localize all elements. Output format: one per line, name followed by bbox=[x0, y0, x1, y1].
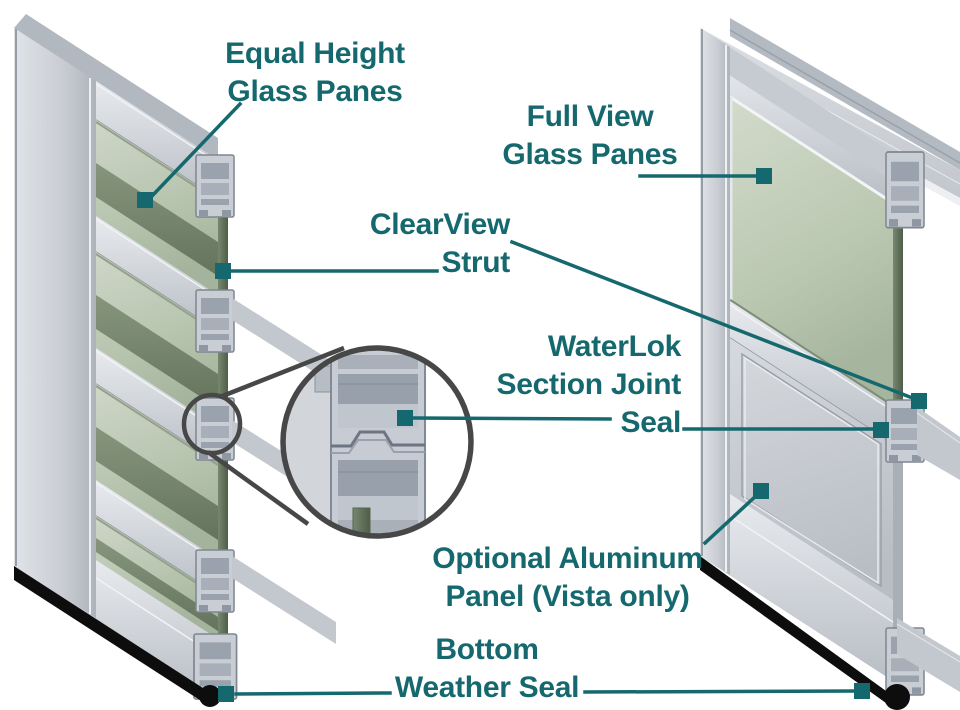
magnifier-connector-bottom bbox=[206, 450, 310, 526]
label-bottom-weather-seal: Bottom Weather Seal bbox=[394, 633, 580, 704]
left-door-top-track bbox=[14, 14, 218, 162]
label-full-view-glass-panes: Full View Glass Panes bbox=[502, 100, 678, 171]
left-door-stile bbox=[14, 28, 96, 618]
right-door-rail-ends bbox=[885, 151, 960, 696]
joint-cross-section bbox=[283, 348, 426, 536]
marker-joint-seal-right bbox=[873, 422, 889, 438]
right-door-section bbox=[699, 18, 960, 710]
magnifier-ring bbox=[280, 345, 474, 539]
magnifier-detail bbox=[181, 345, 474, 539]
right-door-glass-edge bbox=[893, 190, 903, 410]
leader-equal-height bbox=[149, 101, 243, 199]
left-door-section bbox=[14, 14, 352, 707]
left-door-bottom-seal bbox=[14, 566, 221, 707]
right-door-bottom-rail bbox=[729, 494, 894, 681]
marker-bottom-seal-left bbox=[218, 686, 234, 702]
leader-seal-left bbox=[411, 416, 612, 421]
marker-clearview-right bbox=[911, 393, 927, 409]
marker-equal-height bbox=[137, 192, 153, 208]
callout-lines bbox=[149, 101, 918, 696]
label-clearview-strut: ClearView Strut bbox=[369, 208, 510, 279]
magnifier-connector-top bbox=[219, 345, 345, 400]
label-equal-height-glass-panes: Equal Height Glass Panes bbox=[225, 37, 405, 108]
right-door-stile bbox=[700, 28, 730, 575]
label-optional-aluminum-panel: Optional Aluminum Panel (Vista only) bbox=[432, 542, 703, 613]
left-door-rails bbox=[95, 81, 219, 698]
right-door-header-front bbox=[700, 56, 893, 202]
marker-bottom-seal-right bbox=[854, 683, 870, 699]
right-door-top-track bbox=[730, 18, 960, 170]
marker-clearview-left bbox=[215, 263, 231, 279]
marker-full-view bbox=[756, 168, 772, 184]
callout-markers bbox=[137, 168, 927, 702]
left-door-glass-panes bbox=[95, 120, 219, 639]
label-waterlok-section-joint-seal: WaterLok Section Joint Seal bbox=[496, 330, 682, 439]
marker-optional-panel bbox=[753, 483, 769, 499]
leader-bottom-seal-right bbox=[583, 689, 858, 694]
marker-joint-seal-center bbox=[397, 410, 413, 426]
leader-bottom-seal-left bbox=[234, 691, 392, 696]
leader-optional-panel bbox=[702, 492, 760, 546]
leader-clearview-right bbox=[509, 239, 918, 402]
right-door-aluminum-panel bbox=[730, 338, 893, 600]
right-door-bottom-seal bbox=[700, 556, 910, 710]
